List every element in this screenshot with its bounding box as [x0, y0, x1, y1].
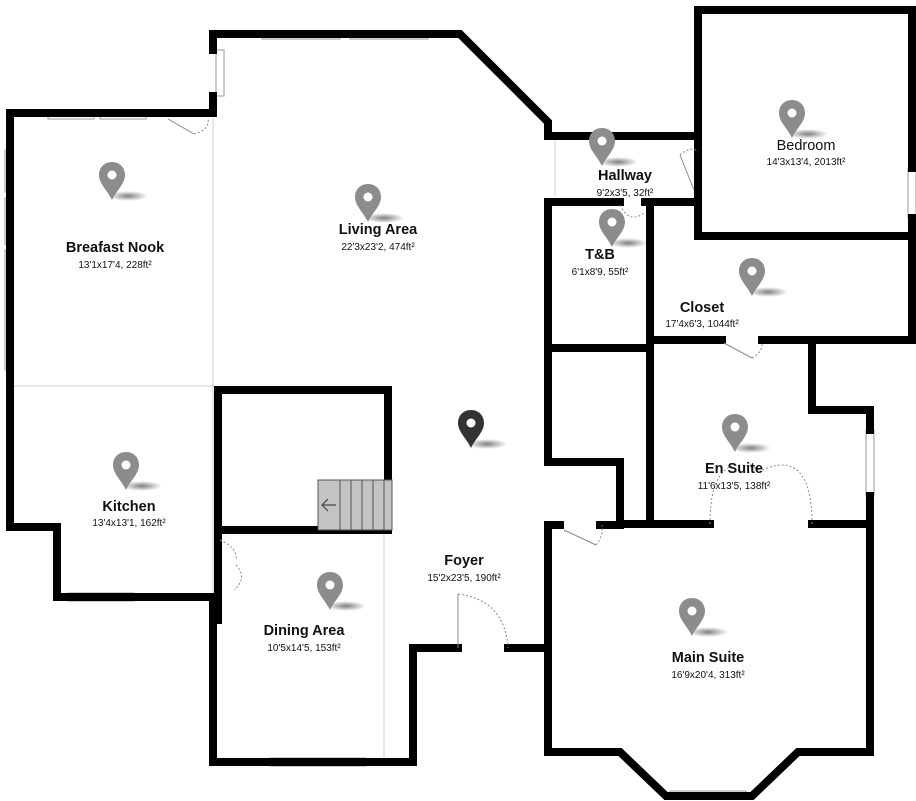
- map-pin-icon[interactable]: [599, 209, 648, 248]
- map-pin-icon[interactable]: [739, 258, 788, 297]
- room-name-hallway: Hallway: [598, 168, 652, 184]
- room-name-closet: Closet: [680, 300, 724, 316]
- map-pin-icon[interactable]: [113, 452, 162, 491]
- room-name-kitchen: Kitchen: [102, 499, 155, 515]
- room-dims-bedroom: 14'3x13'4, 2013ft²: [767, 157, 847, 168]
- room-name-dining-area: Dining Area: [264, 623, 346, 639]
- current-location-pin-icon[interactable]: [458, 410, 507, 449]
- map-pin-icon[interactable]: [317, 572, 366, 611]
- room-dims-dining-area: 10'5x14'5, 153ft²: [267, 643, 341, 654]
- room-name-bedroom: Bedroom: [777, 138, 836, 154]
- room-name-living-area: Living Area: [339, 222, 418, 238]
- room-pins[interactable]: [99, 100, 828, 637]
- doors: [167, 117, 813, 649]
- room-dims-breakfast-nook: 13'1x17'4, 228ft²: [78, 260, 152, 271]
- map-pin-icon[interactable]: [779, 100, 828, 139]
- map-pin-icon[interactable]: [589, 128, 638, 167]
- room-name-foyer: Foyer: [444, 553, 484, 569]
- arrow-left-icon: [321, 498, 336, 512]
- room-name-main-suite: Main Suite: [672, 650, 745, 666]
- room-dims-en-suite: 11'6x13'5, 138ft²: [698, 481, 771, 492]
- room-name-tb: T&B: [585, 247, 615, 263]
- map-pin-icon[interactable]: [355, 184, 404, 223]
- room-dims-tb: 6'1x8'9, 55ft²: [572, 267, 629, 278]
- map-pin-icon[interactable]: [722, 414, 771, 453]
- partition-lines: [10, 118, 556, 760]
- room-dims-living-area: 22'3x23'2, 474ft²: [341, 242, 415, 253]
- map-pin-icon[interactable]: [99, 162, 148, 201]
- map-pin-icon[interactable]: [679, 598, 728, 637]
- room-dims-closet: 17'4x6'3, 1044ft²: [665, 319, 739, 330]
- room-dims-kitchen: 13'4x13'1, 162ft²: [92, 518, 166, 529]
- room-name-en-suite: En Suite: [705, 461, 763, 477]
- walls: [6, 6, 916, 800]
- staircase: [317, 479, 393, 531]
- room-dims-main-suite: 16'9x20'4, 313ft²: [671, 670, 745, 681]
- room-name-breakfast-nook: Breafast Nook: [66, 240, 165, 256]
- room-labels: Breafast Nook 13'1x17'4, 228ft² Living A…: [66, 138, 846, 681]
- room-dims-foyer: 15'2x23'5, 190ft²: [427, 573, 501, 584]
- room-dims-hallway: 9'2x3'5, 32ft²: [597, 188, 654, 199]
